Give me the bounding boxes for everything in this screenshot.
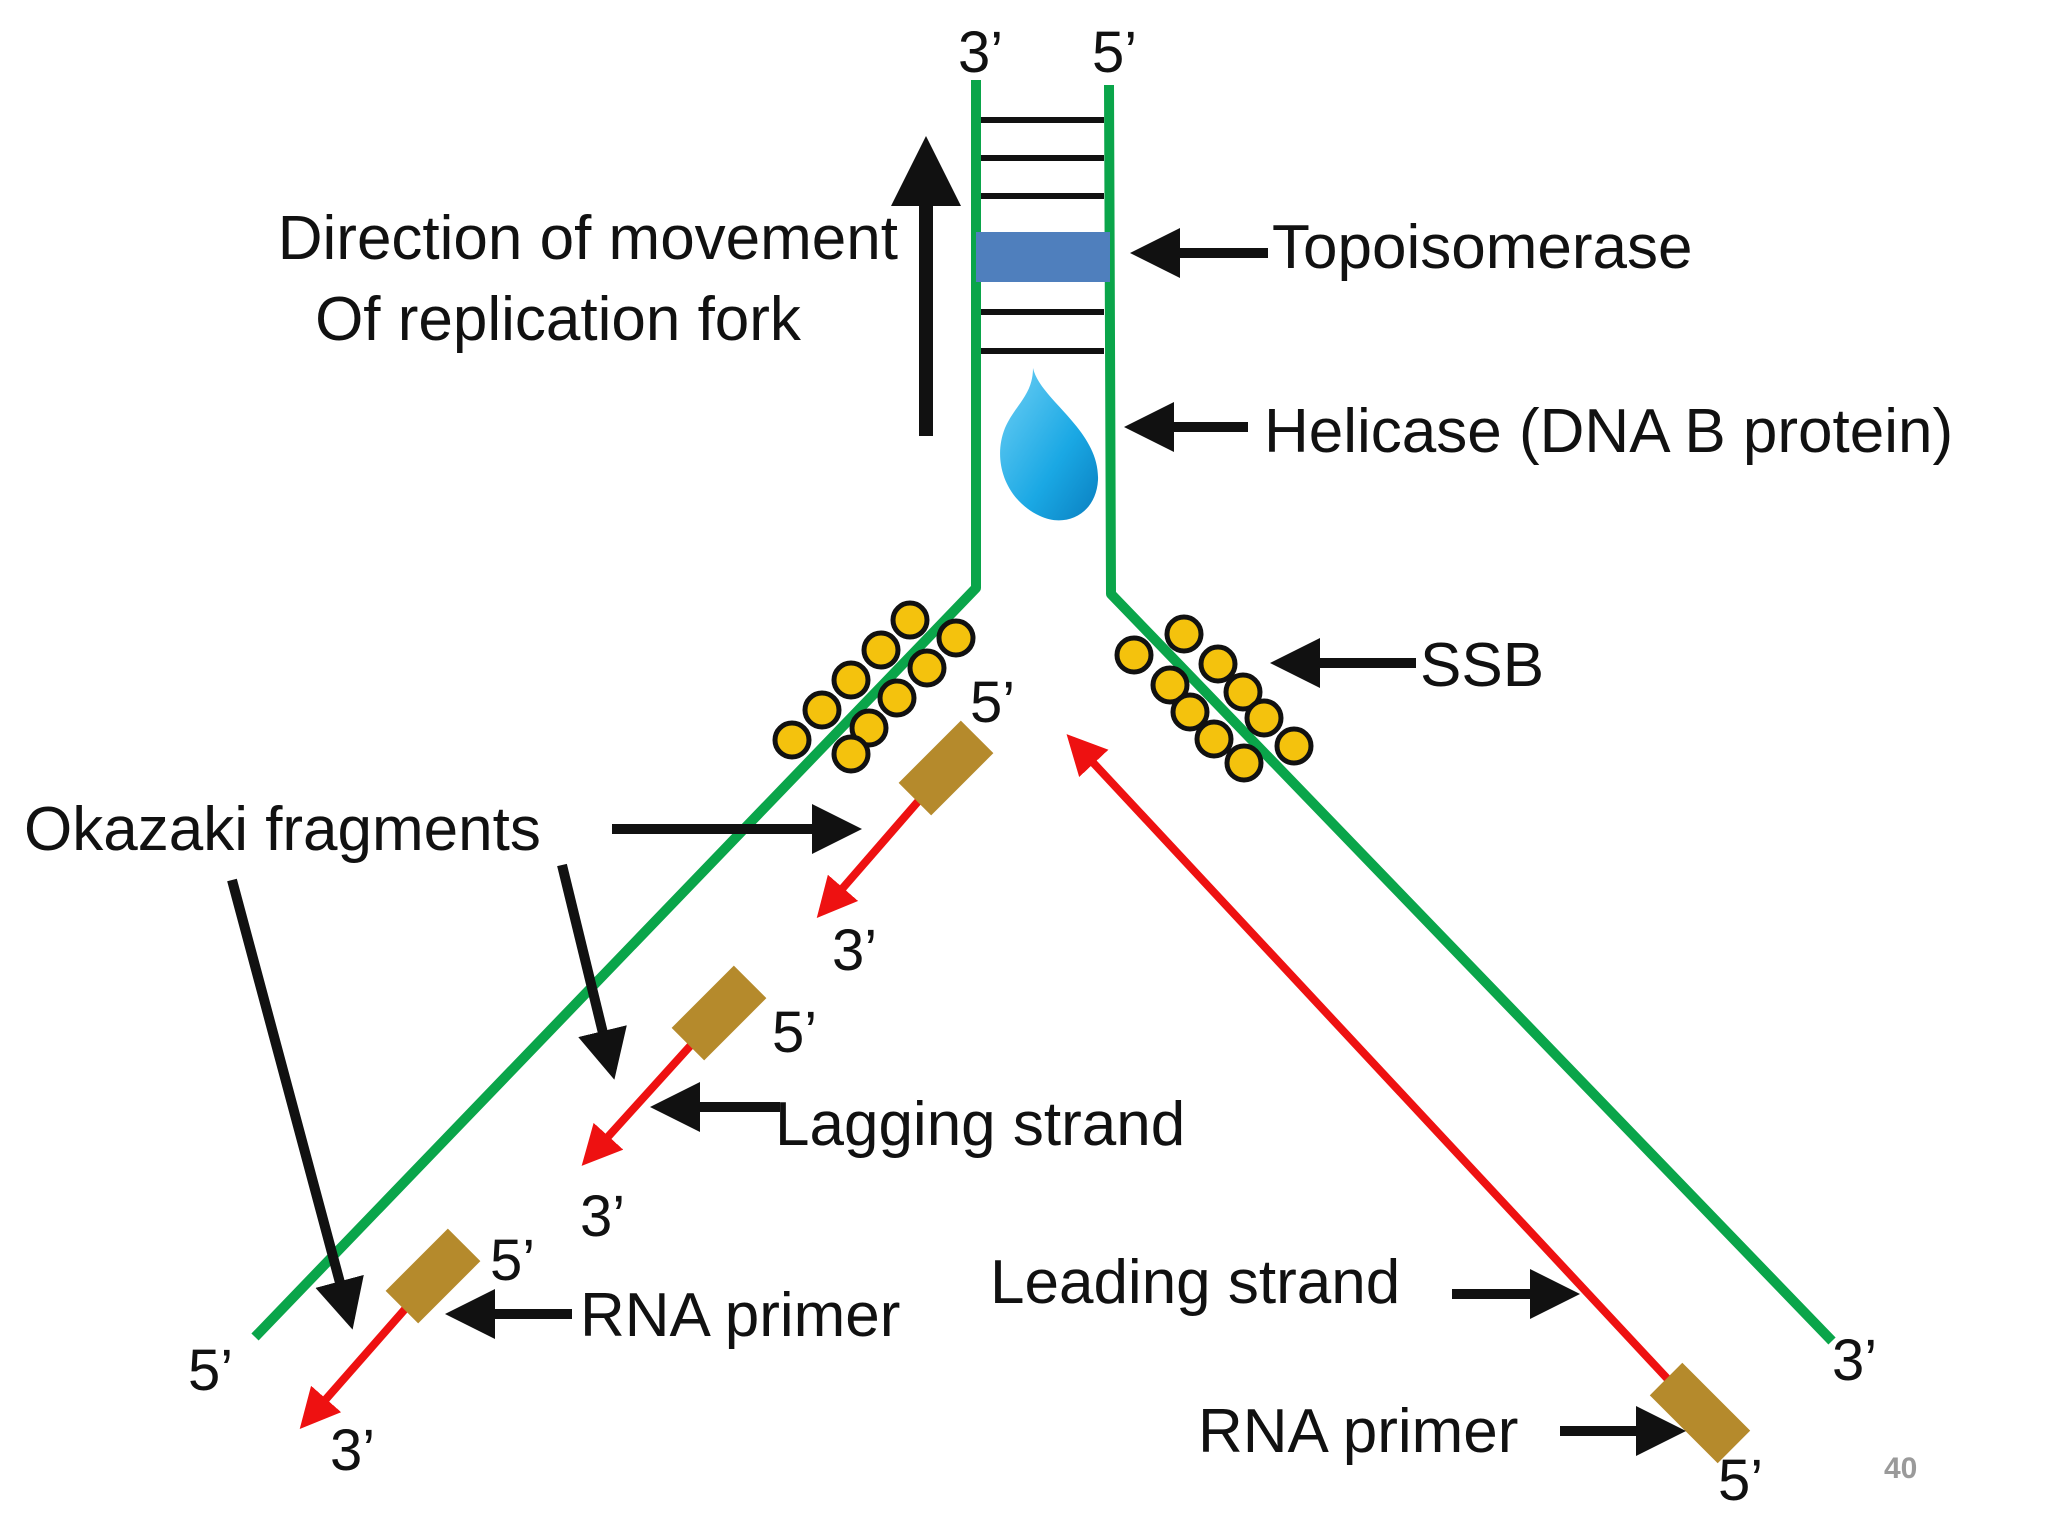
okazaki-arrow-3 (227, 878, 364, 1330)
leading-5prime-label: 5’ (1718, 1448, 1763, 1513)
ssb-protein (1223, 672, 1263, 712)
base-pair-rungs (981, 117, 1104, 354)
leading-strand (1066, 734, 1751, 1464)
bottom-right-end-label: 3’ (1832, 1328, 1877, 1393)
direction-label-line2: Of replication fork (315, 285, 802, 354)
okazaki-fragments (299, 720, 994, 1430)
ssb-protein (1114, 635, 1154, 675)
ssb-protein (907, 648, 947, 688)
ssb-cluster-left (772, 600, 976, 774)
ssb-protein (1150, 665, 1190, 705)
rna-primer-block (671, 965, 767, 1061)
ssb-protein (936, 618, 976, 658)
rna-primer-label-right: RNA primer (1198, 1397, 1518, 1466)
direction-label-line1: Direction of movement (278, 204, 898, 273)
ssb-protein (1224, 743, 1264, 783)
ssb-protein (1244, 698, 1284, 738)
ssb-protein (861, 630, 901, 670)
helicase-label: Helicase (DNA B protein) (1264, 397, 1953, 466)
topoisomerase-label: Topoisomerase (1272, 213, 1692, 282)
ssb-protein (772, 720, 812, 760)
rna-primer-block (1649, 1362, 1751, 1464)
top-left-end-label: 3’ (958, 20, 1003, 85)
leading-strand-label: Leading strand (990, 1248, 1400, 1317)
ssb-protein (1198, 644, 1238, 684)
strand-end-labels: 3’ 5’ 5’ 3’ 5’ 3’ 5’ 3’ 5’ 3’ 5’ (188, 20, 1877, 1513)
ssb-protein (831, 660, 871, 700)
fragment1-5prime-label: 5’ (970, 670, 1015, 735)
ssb-protein (1164, 614, 1204, 654)
ssb-protein (1194, 719, 1234, 759)
bottom-left-end-label: 5’ (188, 1338, 233, 1403)
rna-primer-block (898, 720, 994, 816)
ssb-protein (831, 734, 871, 774)
pointer-arrows (227, 228, 1686, 1456)
leading-strand-line (1066, 734, 1693, 1406)
helicase-drop (1000, 368, 1099, 521)
ssb-protein (890, 600, 930, 640)
okazaki-label: Okazaki fragments (24, 795, 541, 864)
ssb-protein (1170, 692, 1210, 732)
ssb-protein (877, 678, 917, 718)
fragment2-3prime-label: 3’ (580, 1184, 625, 1249)
ssb-cluster-right (1114, 614, 1314, 783)
top-right-end-label: 5’ (1092, 20, 1137, 85)
fragment3-3prime-label: 3’ (330, 1418, 375, 1483)
rna-primer-block (385, 1228, 481, 1324)
rna-primer-label-left: RNA primer (580, 1281, 900, 1350)
ssb-protein (849, 708, 889, 748)
labels: Direction of movement Of replication for… (24, 204, 1953, 1466)
fragment1-3prime-label: 3’ (832, 918, 877, 983)
ssb-protein (802, 690, 842, 730)
page-number: 40 (1884, 1452, 1917, 1485)
ssb-protein (1274, 726, 1314, 766)
lagging-strand-label: Lagging strand (775, 1090, 1185, 1159)
ssb-label: SSB (1420, 631, 1544, 700)
okazaki-arrow-2 (557, 863, 627, 1080)
topoisomerase-block (976, 232, 1110, 282)
fragment2-5prime-label: 5’ (772, 1000, 817, 1065)
fragment3-5prime-label: 5’ (490, 1228, 535, 1293)
